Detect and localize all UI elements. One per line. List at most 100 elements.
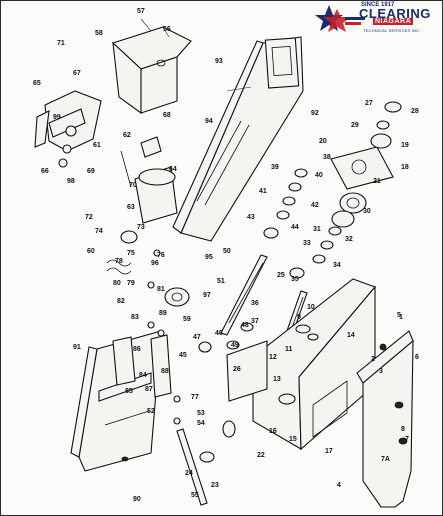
label: 60 (87, 248, 95, 255)
label: 29 (351, 122, 359, 129)
label: 22 (257, 452, 265, 459)
label: 51 (217, 278, 225, 285)
label: 43 (247, 214, 255, 221)
label: 76 (157, 252, 165, 259)
bearing-stack (263, 168, 342, 279)
label: 52 (147, 408, 155, 415)
label: 96 (151, 260, 159, 267)
label: 86 (133, 346, 141, 353)
label: 10 (307, 304, 315, 311)
label: 40 (315, 172, 323, 179)
label: 87 (145, 386, 153, 393)
label: 28 (411, 108, 419, 115)
label: 33 (303, 240, 311, 247)
label: 31 (313, 226, 321, 233)
label: 26 (233, 366, 241, 373)
label: 17 (325, 448, 333, 455)
label: 3 (379, 368, 383, 375)
label: 46 (215, 330, 223, 337)
label: 78 (115, 258, 123, 265)
label: 41 (259, 188, 267, 195)
label: 49 (231, 342, 239, 349)
label: 7 (405, 436, 409, 443)
label: 68 (163, 112, 171, 119)
label: 38 (323, 154, 331, 161)
label: 97 (203, 292, 211, 299)
label: 25 (277, 272, 285, 279)
logo-since-text: SINCE 1917 (361, 2, 395, 8)
label: 92 (311, 110, 319, 117)
label: 32 (345, 236, 353, 243)
label: 88 (161, 368, 169, 375)
label: 99 (53, 114, 61, 121)
middle-assembly (106, 230, 319, 463)
guard-housing (111, 18, 192, 115)
label: 6 (415, 354, 419, 361)
label: 50 (223, 248, 231, 255)
label: 83 (131, 314, 139, 321)
label: 53 (197, 410, 205, 417)
label: 89 (159, 310, 167, 317)
label: 69 (87, 168, 95, 175)
label: 44 (291, 224, 299, 231)
label: 74 (95, 228, 103, 235)
upper-right-assembly (330, 101, 402, 228)
label: 1 (399, 314, 403, 321)
label: 8 (401, 426, 405, 433)
base-frame (252, 278, 414, 508)
label: 95 (205, 254, 213, 261)
label: 47 (193, 334, 201, 341)
logo-brand-name: CLEARING (359, 6, 431, 21)
label: 94 (205, 118, 213, 125)
label: 35 (291, 276, 299, 283)
label: 42 (311, 202, 319, 209)
ram-column (172, 36, 304, 242)
label: 55 (191, 492, 199, 499)
label: 9 (297, 314, 301, 321)
label: 63 (127, 204, 135, 211)
left-upper-assembly (34, 90, 178, 224)
label: 67 (73, 70, 81, 77)
label: 64 (169, 166, 177, 173)
label: 77 (191, 394, 199, 401)
label: 20 (319, 138, 327, 145)
label: 45 (179, 352, 187, 359)
label: 54 (197, 420, 205, 427)
label: 72 (85, 214, 93, 221)
label: 36 (251, 300, 259, 307)
logo-tagline: TECHNICAL SERVICES INC. (363, 28, 421, 33)
label: 21 (373, 178, 381, 185)
label: 30 (363, 208, 371, 215)
label: 24 (185, 470, 193, 477)
label: 58 (95, 30, 103, 37)
label: 59 (183, 316, 191, 323)
label: 85 (125, 388, 133, 395)
label: 70 (129, 182, 137, 189)
label: 13 (273, 376, 281, 383)
label: 27 (365, 100, 373, 107)
label: 79 (127, 280, 135, 287)
label: 2 (371, 356, 375, 363)
label: 19 (401, 142, 409, 149)
label: 7A (381, 456, 390, 463)
label: 14 (347, 332, 355, 339)
label: 23 (211, 482, 219, 489)
label: 93 (215, 58, 223, 65)
label: 15 (289, 436, 297, 443)
label: 71 (57, 40, 65, 47)
label: 12 (269, 354, 277, 361)
label: 39 (271, 164, 279, 171)
label: 57 (137, 8, 145, 15)
label: 5 (397, 312, 401, 319)
label: 90 (133, 496, 141, 503)
part-number-labels: 1 2 3 4 5 6 7 7A 8 9 10 11 12 13 14 15 1… (33, 8, 419, 503)
left-bracket (70, 330, 162, 472)
label: 98 (67, 178, 75, 185)
label: 62 (123, 132, 131, 139)
label: 91 (73, 344, 81, 351)
label: 82 (117, 298, 125, 305)
label: 80 (113, 280, 121, 287)
label: 61 (93, 142, 101, 149)
